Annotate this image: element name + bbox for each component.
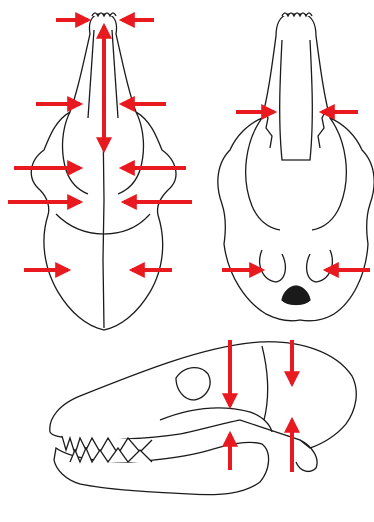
lateral-skull-view: [50, 342, 356, 495]
ventral-incisors: [282, 13, 312, 16]
lateral-lower-teeth: [70, 448, 152, 462]
ventral-skull-outline: [218, 14, 374, 321]
lateral-cranium-outline: [50, 342, 356, 448]
ventral-skull-view: [218, 13, 374, 321]
